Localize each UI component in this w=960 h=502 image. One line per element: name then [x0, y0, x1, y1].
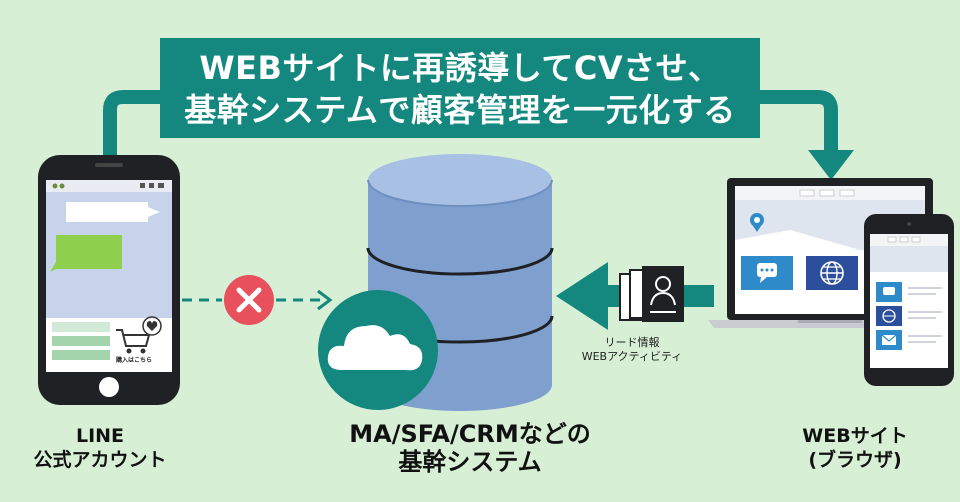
headline-line-1: WEBサイトに再誘導してCVさせ、: [199, 49, 721, 87]
chat-bubble-white: [66, 202, 160, 222]
globe-icon: [820, 261, 844, 285]
map-pin-icon: [750, 213, 764, 232]
website-label-2: (ブラウザ): [808, 449, 902, 471]
chat-icon: [757, 263, 777, 283]
blocked-x-icon: [224, 275, 274, 325]
lead-info-caption: リード情報 WEBアクティビティ: [572, 336, 692, 364]
blocked-connection: [182, 289, 333, 311]
tablet-icon: [864, 214, 954, 386]
heart-icon: [142, 316, 162, 336]
headline-line-2: 基幹システムで顧客管理を一元化する: [184, 91, 736, 129]
line-phone-icon: [38, 155, 180, 405]
line-official-label-1: LINE: [75, 425, 125, 447]
core-system-label: MA/SFA/CRMなどの 基幹システム: [310, 420, 630, 476]
lead-info-line-2: WEBアクティビティ: [581, 350, 683, 363]
core-system-label-2: 基幹システム: [398, 448, 542, 476]
purchase-label: 購入はこちら: [115, 357, 152, 364]
lead-info-line-1: リード情報: [604, 336, 660, 349]
line-official-label: LINE 公式アカウント: [20, 424, 180, 472]
headline-banner: WEBサイトに再誘導してCVさせ、 基幹システムで顧客管理を一元化する: [160, 38, 760, 138]
mail-icon: [881, 334, 897, 345]
chat-bubble-green: [50, 235, 122, 272]
website-label: WEBサイト (ブラウザ): [770, 424, 940, 472]
lead-files-icon: [619, 266, 684, 322]
core-system-label-1: MA/SFA/CRMなどの: [349, 420, 591, 448]
shopping-cart-icon: [116, 329, 151, 354]
cloud-icon: [318, 290, 438, 410]
line-official-label-2: 公式アカウント: [33, 449, 167, 471]
website-label-1: WEBサイト: [802, 425, 908, 447]
